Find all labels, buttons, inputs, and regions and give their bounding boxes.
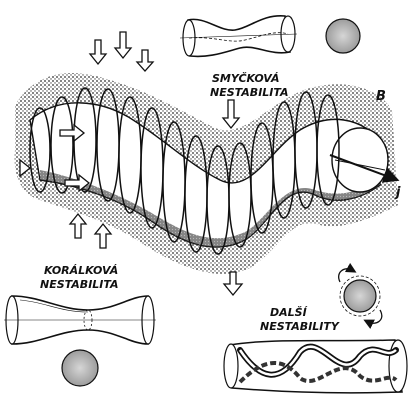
current-arrow (329, 154, 400, 183)
other-cross-section-disc (338, 262, 383, 329)
sausage-cross-section-disc (61, 349, 99, 387)
sausage-title-line2: NESTABILITA (40, 278, 119, 291)
sausage-title-line1: KORÁLKOVÁ (44, 264, 118, 277)
other-title-line2: NESTABILITY (260, 320, 340, 333)
kink-instability-inset (179, 15, 298, 58)
kink-cross-section-disc (325, 18, 361, 54)
other-instabilities-inset (223, 339, 408, 394)
field-symbol-b: B (376, 89, 386, 104)
current-symbol-j: j (394, 185, 401, 200)
kink-title-line1: SMYČKOVÁ (212, 71, 280, 85)
pressure-arrows (19, 31, 244, 297)
other-title-line1: DALŠÍ (270, 305, 308, 319)
kink-title-line2: NESTABILITA (210, 86, 289, 99)
sausage-instability-inset (4, 295, 156, 345)
